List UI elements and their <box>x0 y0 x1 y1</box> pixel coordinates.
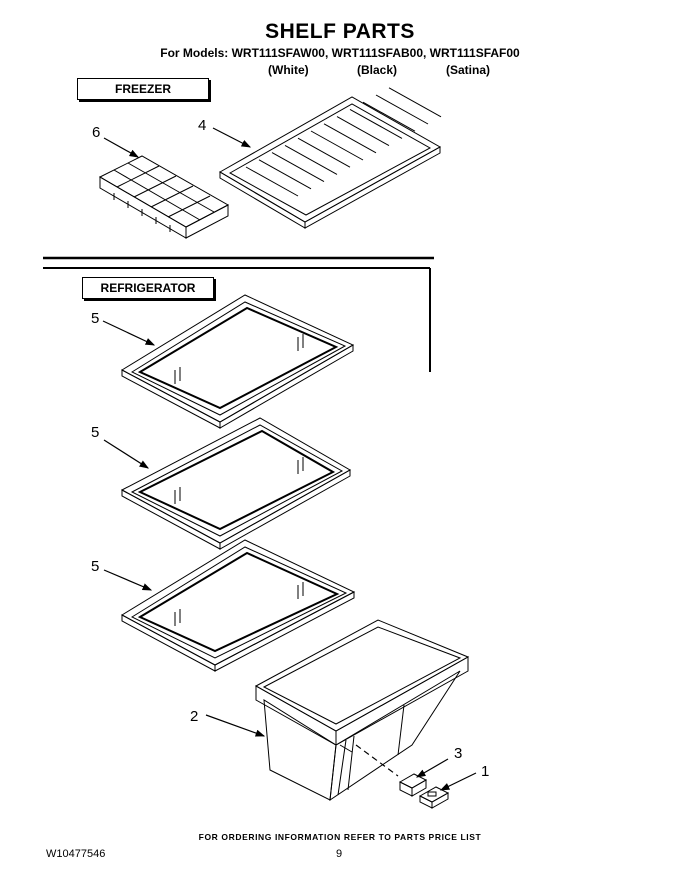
freezer-shelf-slot <box>310 130 364 161</box>
freezer-shelf-slot <box>271 152 325 183</box>
drawer-stop-part <box>398 773 428 797</box>
drawer-slide-part <box>418 786 450 809</box>
glass-shelf-part-2 <box>120 417 352 550</box>
ordering-note: FOR ORDERING INFORMATION REFER TO PARTS … <box>198 832 482 842</box>
glass-shelf-part-3 <box>120 539 356 672</box>
callout-freezer-shelf: 4 <box>198 117 206 134</box>
freezer-shelf-slot <box>362 101 416 132</box>
freezer-section-label: FREEZER <box>77 78 209 100</box>
variant-satina: (Satina) <box>446 63 491 77</box>
freezer-shelf-slot <box>258 159 312 190</box>
callout-glass-shelf-2: 5 <box>91 424 99 441</box>
freezer-shelf-slot <box>323 123 377 154</box>
freezer-shelf-part <box>219 87 442 229</box>
freezer-shelf-slot <box>297 137 351 168</box>
refrigerator-section-label: REFRIGERATOR <box>82 277 214 299</box>
page-number: 9 <box>336 848 343 860</box>
freezer-shelf-slot <box>375 94 429 125</box>
document-number: W10477546 <box>46 848 106 860</box>
callout-drawer-slide: 1 <box>481 763 489 780</box>
callout-ice-tray: 6 <box>92 124 100 141</box>
model-list: For Models: WRT111SFAW00, WRT111SFAB00, … <box>160 46 520 60</box>
variant-white: (White) <box>268 63 309 77</box>
ice-tray-part <box>98 155 230 239</box>
callout-glass-shelf-1: 5 <box>91 310 99 327</box>
freezer-shelf-slot <box>388 87 442 118</box>
callout-glass-shelf-3: 5 <box>91 558 99 575</box>
crisper-drawer-part <box>254 619 470 802</box>
callout-crisper-drawer: 2 <box>190 708 198 725</box>
page-title: SHELF PARTS <box>265 20 415 43</box>
glass-shelf-part-1 <box>120 294 355 429</box>
freezer-shelf-slot <box>349 108 403 139</box>
freezer-shelf-slot <box>245 166 299 197</box>
leader-lines <box>102 127 477 791</box>
callout-drawer-stop: 3 <box>454 745 462 762</box>
freezer-shelf-slot <box>336 116 390 147</box>
freezer-shelf-slot <box>284 144 338 175</box>
variant-black: (Black) <box>357 63 398 77</box>
